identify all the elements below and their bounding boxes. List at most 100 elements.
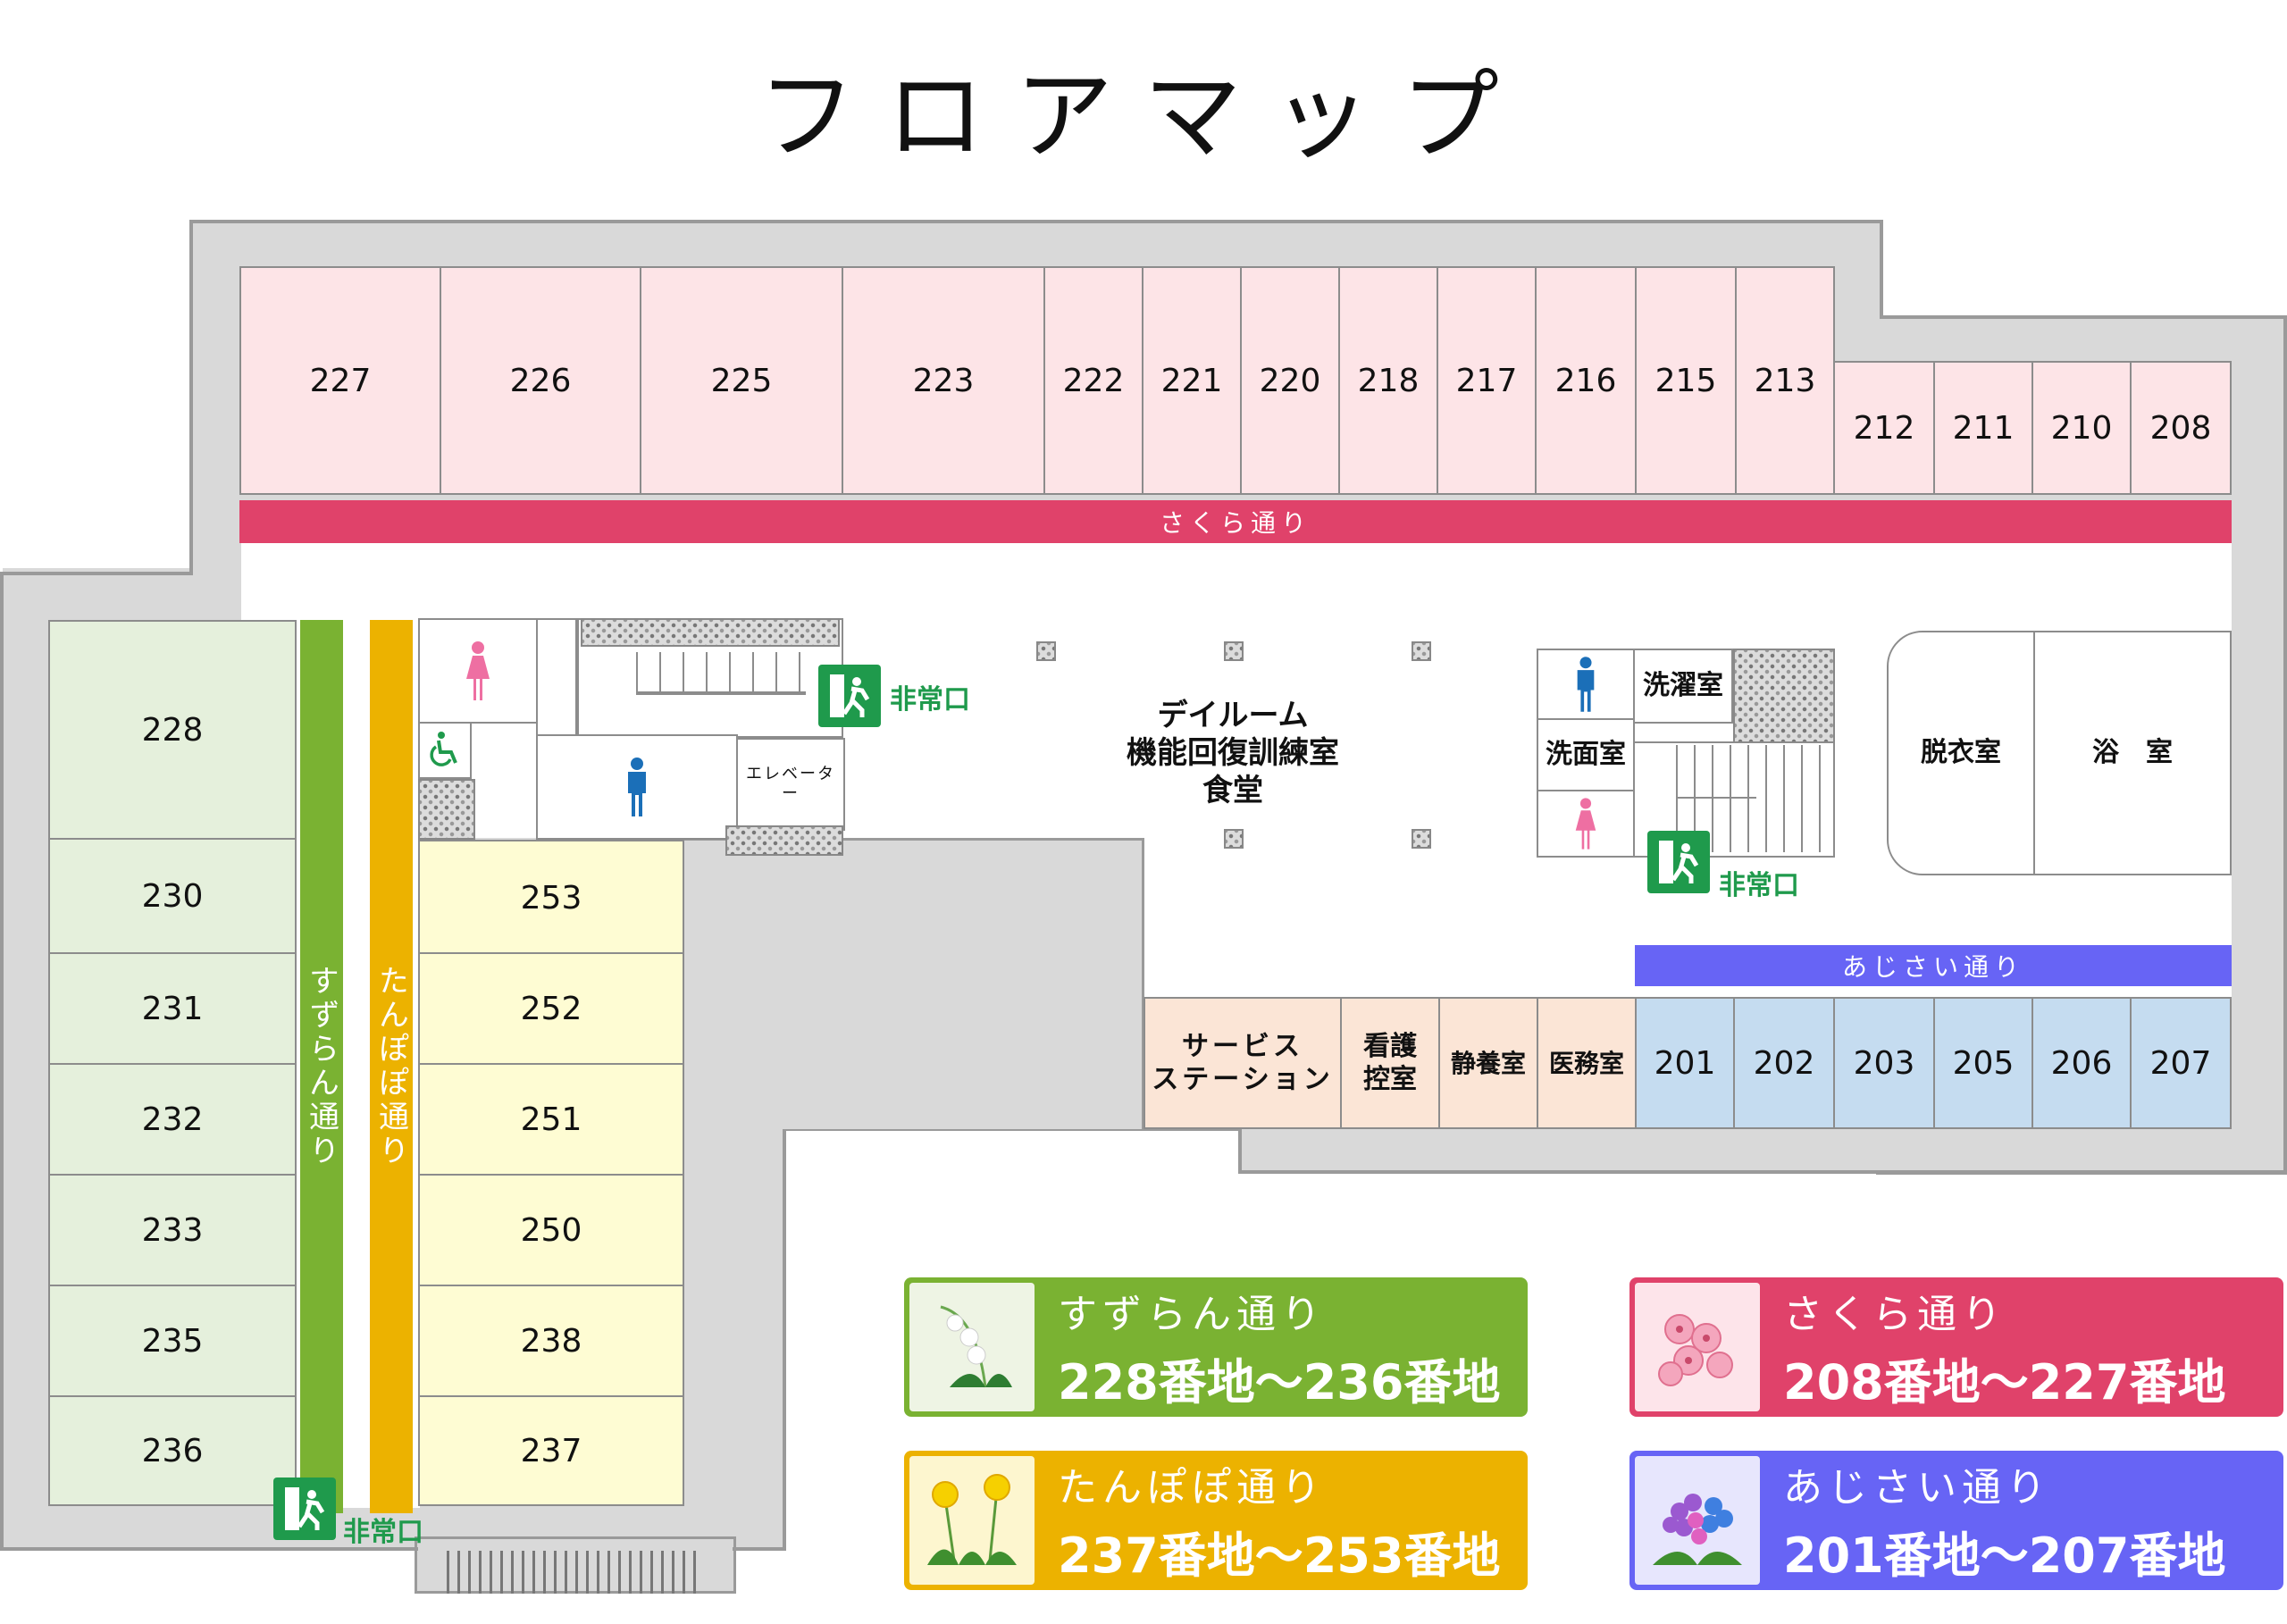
wall-right-step — [1238, 1127, 1242, 1174]
rest-room[interactable]: 静養室 — [1438, 997, 1538, 1129]
room-221[interactable]: 221 — [1142, 266, 1242, 495]
room-223[interactable]: 223 — [842, 266, 1045, 495]
bath-room[interactable]: 浴 室 — [2033, 631, 2232, 875]
wall-right-lower-line — [783, 1127, 786, 1549]
room-228[interactable]: 228 — [48, 620, 297, 840]
wall-bottom-line-2 — [733, 1547, 786, 1551]
wall-top-outline — [189, 220, 1883, 223]
service-line-1: サービス — [1182, 1030, 1303, 1062]
stair-shaft-top — [581, 618, 840, 647]
gray-floor-block — [683, 838, 1144, 1129]
dayroom-line-3: 食堂 — [1202, 773, 1263, 808]
legend-sakura: さくら通り 208番地～227番地 — [1629, 1277, 2283, 1417]
male-restroom-icon — [1577, 657, 1595, 712]
room-203[interactable]: 203 — [1833, 997, 1935, 1129]
elevator[interactable]: エレベーター — [736, 738, 845, 831]
female-restroom-right[interactable] — [1537, 790, 1635, 858]
room-208[interactable]: 208 — [2130, 361, 2232, 495]
legend-ajisai: あじさい通り 201番地～207番地 — [1629, 1451, 2283, 1590]
room-232[interactable]: 232 — [48, 1063, 297, 1176]
legend-suzuran-name: すずらん通り — [1058, 1291, 1326, 1337]
legend-sakura-range: 208番地～227番地 — [1783, 1353, 2226, 1411]
washroom[interactable]: 洗面室 — [1537, 718, 1635, 791]
room-231[interactable]: 231 — [48, 952, 297, 1065]
cherry-blossom-icon — [1635, 1283, 1760, 1411]
service-line-2: ステーション — [1152, 1064, 1334, 1095]
legend-ajisai-name: あじさい通り — [1783, 1464, 2051, 1511]
room-226[interactable]: 226 — [440, 266, 641, 495]
dayroom-label[interactable]: デイルーム 機能回復訓練室 食堂 — [1054, 697, 1412, 809]
room-238[interactable]: 238 — [418, 1285, 684, 1397]
pillar — [1224, 641, 1244, 661]
room-212[interactable]: 212 — [1833, 361, 1935, 495]
stairs-right-mid — [1676, 797, 1756, 799]
room-201[interactable]: 201 — [1635, 997, 1735, 1129]
room-218[interactable]: 218 — [1338, 266, 1438, 495]
nurse-line-1: 看護 — [1363, 1030, 1417, 1062]
room-211[interactable]: 211 — [1933, 361, 2033, 495]
room-215[interactable]: 215 — [1635, 266, 1737, 495]
room-217[interactable]: 217 — [1437, 266, 1537, 495]
female-restroom-icon — [1575, 798, 1596, 850]
legend-suzuran-range: 228番地～236番地 — [1058, 1353, 1501, 1411]
room-202[interactable]: 202 — [1733, 997, 1835, 1129]
room-210[interactable]: 210 — [2031, 361, 2132, 495]
room-236[interactable]: 236 — [48, 1395, 297, 1506]
room-253[interactable]: 253 — [418, 840, 684, 956]
wall-left-top-outline — [0, 572, 193, 575]
dressing-room[interactable]: 脱衣室 — [1887, 631, 2035, 875]
room-250[interactable]: 250 — [418, 1174, 684, 1286]
laundry-shaft — [1733, 649, 1835, 743]
tanpopo-street: たんぽぽ通り — [370, 620, 413, 1513]
pillar — [1412, 641, 1431, 661]
wall-right-outline — [2283, 315, 2287, 1173]
room-235[interactable]: 235 — [48, 1285, 297, 1397]
emergency-exit-label: 非常口 — [890, 684, 970, 716]
room-252[interactable]: 252 — [418, 952, 684, 1065]
wall-bottom-line — [0, 1547, 418, 1551]
dayroom-line-2: 機能回復訓練室 — [1127, 735, 1339, 771]
nurse-room[interactable]: 看護 控室 — [1340, 997, 1440, 1129]
male-restroom-right[interactable] — [1537, 649, 1635, 720]
dayroom-line-1: デイルーム — [1157, 698, 1309, 733]
accessible-restroom[interactable] — [418, 722, 472, 779]
emergency-exit-label: 非常口 — [1719, 870, 1799, 901]
room-207[interactable]: 207 — [2130, 997, 2232, 1129]
medical-room[interactable]: 医務室 — [1537, 997, 1637, 1129]
hydrangea-icon — [1635, 1456, 1760, 1585]
room-220[interactable]: 220 — [1240, 266, 1340, 495]
female-restroom-icon — [466, 641, 490, 700]
laundry-room[interactable]: 洗濯室 — [1633, 649, 1733, 724]
room-237[interactable]: 237 — [418, 1395, 684, 1506]
legend-sakura-name: さくら通り — [1783, 1291, 2006, 1337]
legend-tanpopo-range: 237番地～253番地 — [1058, 1527, 1501, 1584]
entrance-steps — [447, 1551, 697, 1594]
male-restroom[interactable] — [536, 734, 738, 840]
service-station[interactable]: サービス ステーション — [1144, 997, 1342, 1129]
room-225[interactable]: 225 — [640, 266, 843, 495]
ajisai-street: あじさい通り — [1635, 945, 2232, 986]
room-251[interactable]: 251 — [418, 1063, 684, 1176]
room-213[interactable]: 213 — [1735, 266, 1835, 495]
sakura-street: さくら通り — [239, 500, 2232, 543]
wall-bottom-right-line — [1242, 1170, 2287, 1174]
wall-mid-line — [783, 1127, 1242, 1131]
room-216[interactable]: 216 — [1535, 266, 1637, 495]
legend-suzuran: すずらん通り 228番地～236番地 — [904, 1277, 1528, 1417]
room-205[interactable]: 205 — [1933, 997, 2033, 1129]
room-233[interactable]: 233 — [48, 1174, 297, 1286]
male-restroom-icon — [628, 758, 646, 816]
wall-top-right-h — [1880, 315, 2287, 319]
dandelion-icon — [909, 1456, 1035, 1585]
room-206[interactable]: 206 — [2031, 997, 2132, 1129]
stairs-divider — [636, 693, 806, 695]
room-222[interactable]: 222 — [1043, 266, 1144, 495]
outside-bottom-mid — [786, 1127, 1242, 1181]
restroom-shaft — [418, 779, 475, 840]
female-restroom[interactable] — [418, 618, 538, 724]
room-227[interactable]: 227 — [239, 266, 441, 495]
page-title: フロアマップ — [758, 59, 1529, 173]
room-230[interactable]: 230 — [48, 838, 297, 954]
emergency-exit-icon — [818, 665, 881, 727]
legend-tanpopo-name: たんぽぽ通り — [1058, 1464, 1326, 1511]
